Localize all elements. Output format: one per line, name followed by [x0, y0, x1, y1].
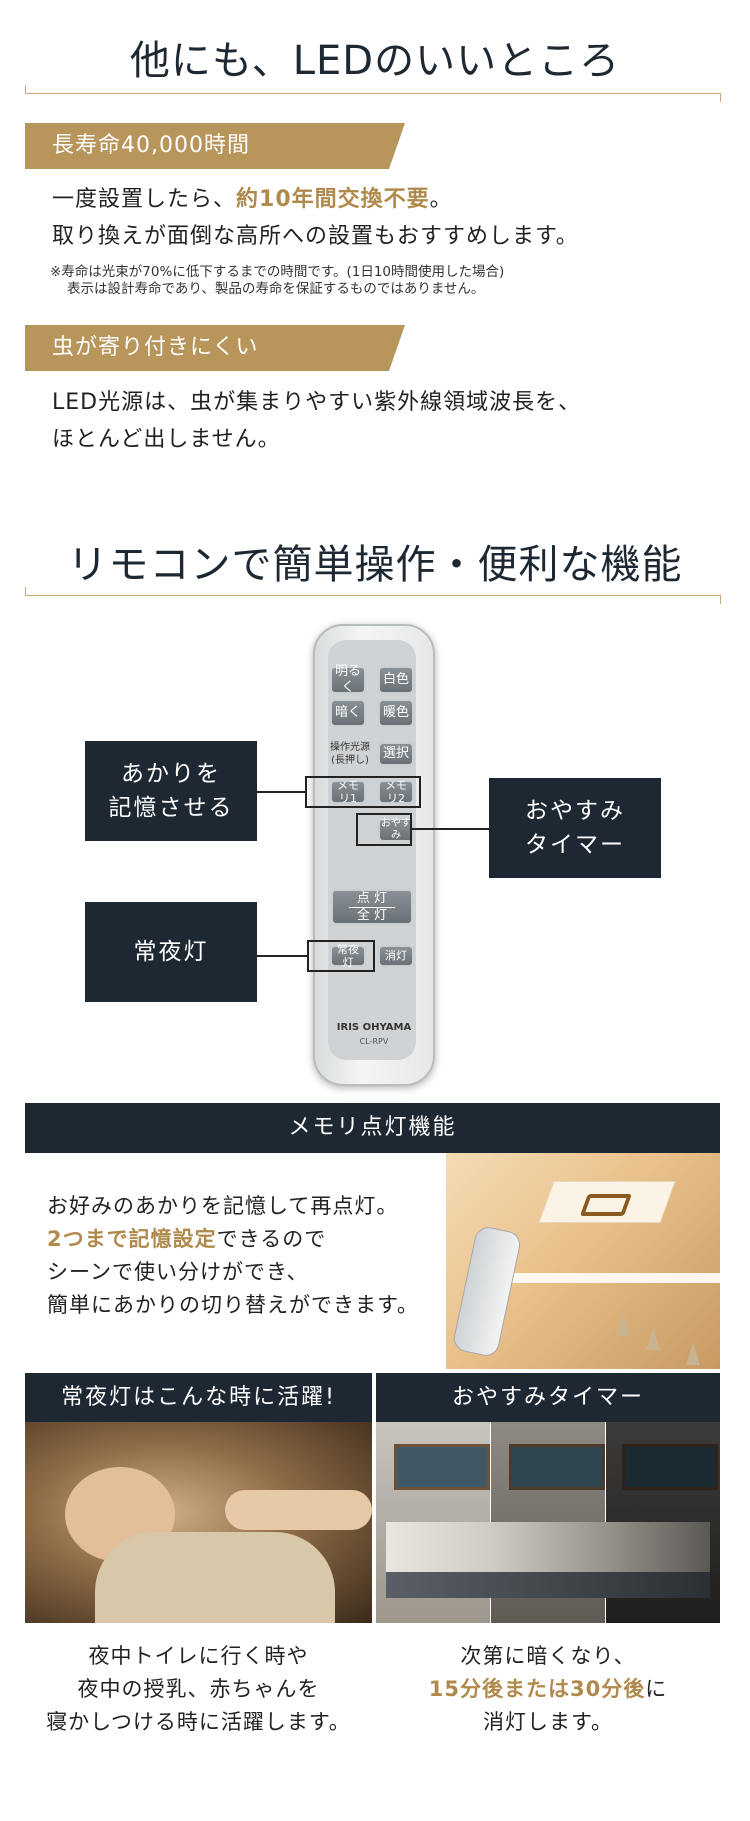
remote-memory1-button: メモリ1 — [330, 779, 366, 805]
remote-white-button: 白色 — [378, 666, 414, 694]
night-light-text: 夜中トイレに行く時や 夜中の授乳、赤ちゃんを 寝かしつける時に活躍します。 — [46, 1644, 351, 1734]
connector-memory — [257, 791, 305, 793]
tag-insects: 虫が寄り付きにくい — [25, 325, 405, 371]
section-title-remote: リモコンで簡単操作・便利な機能 — [67, 542, 683, 588]
night-highlight-box — [307, 940, 375, 972]
rule-tick-right — [720, 93, 721, 102]
remote-warm-button: 暖色 — [378, 699, 414, 727]
remote-dark-button: 暗く — [330, 699, 366, 727]
remote-off-button: 消灯 — [378, 945, 414, 967]
night-light-bar: 常夜灯はこんな時に活躍! — [25, 1373, 372, 1422]
connector-night — [257, 955, 307, 957]
remote-sleep-button: おやすみ — [378, 818, 414, 842]
memory-highlight: 2つまで記憶設定 — [47, 1227, 217, 1251]
remote-select-button: 選択 — [378, 742, 414, 766]
long-life-note: ※寿命は光束が70%に低下するまでの時間です。(1日10時間使用した場合) 表示… — [50, 264, 505, 297]
sleeping-baby-image — [25, 1422, 372, 1623]
connector-timer — [412, 828, 489, 830]
bedroom-dimming-image — [376, 1422, 720, 1623]
callout-memory: あかりを記憶させる — [85, 741, 257, 841]
memory-function-bar: メモリ点灯機能 — [25, 1103, 720, 1153]
sleep-timer-bar: おやすみタイマー — [376, 1373, 720, 1422]
ceiling-light-icon — [538, 1181, 676, 1223]
remote-memory2-button: メモリ2 — [378, 779, 414, 805]
sleep-highlight-box — [356, 813, 412, 846]
insects-text: LED光源は、虫が集まりやすい紫外線領域波長を、 ほとんど出しません。 — [52, 390, 582, 452]
memory-function-text: お好みのあかりを記憶して再点灯。 2つまで記憶設定できるので シーンで使い分けが… — [47, 1194, 419, 1317]
memory-highlight-box — [305, 776, 421, 808]
section-title-led: 他にも、LEDのいいところ — [129, 38, 621, 84]
callout-timer: おやすみタイマー — [489, 778, 661, 878]
long-life-highlight: 約10年間交換不要 — [236, 187, 430, 212]
rule-tick-right-2 — [720, 595, 721, 604]
long-life-text: 一度設置したら、約10年間交換不要。 取り換えが面倒な高所への設置もおすすめしま… — [52, 187, 579, 249]
title-rule — [25, 93, 720, 94]
remote-brand: IRIS OHYAMA — [336, 1022, 412, 1033]
timer-highlight: 15分後または30分後 — [428, 1677, 646, 1701]
callout-night-light: 常夜灯 — [85, 902, 257, 1002]
rule-tick-left — [25, 85, 26, 94]
remote-bright-button: 明るく — [330, 664, 366, 695]
remote-on-button: 点 灯 全 灯 — [331, 889, 413, 925]
room-lighting-image — [446, 1153, 720, 1369]
sleep-timer-text: 次第に暗くなり、 15分後または30分後に 消灯します。 — [428, 1644, 668, 1734]
rule-tick-left-2 — [25, 587, 26, 596]
title-rule-2 — [25, 595, 720, 596]
remote-model: CL-RPV — [359, 1037, 389, 1046]
remote-source-label: 操作光源 (長押し) — [330, 742, 370, 766]
tag-long-life: 長寿命40,000時間 — [25, 123, 405, 169]
remote-night-button: 常夜灯 — [330, 943, 366, 969]
